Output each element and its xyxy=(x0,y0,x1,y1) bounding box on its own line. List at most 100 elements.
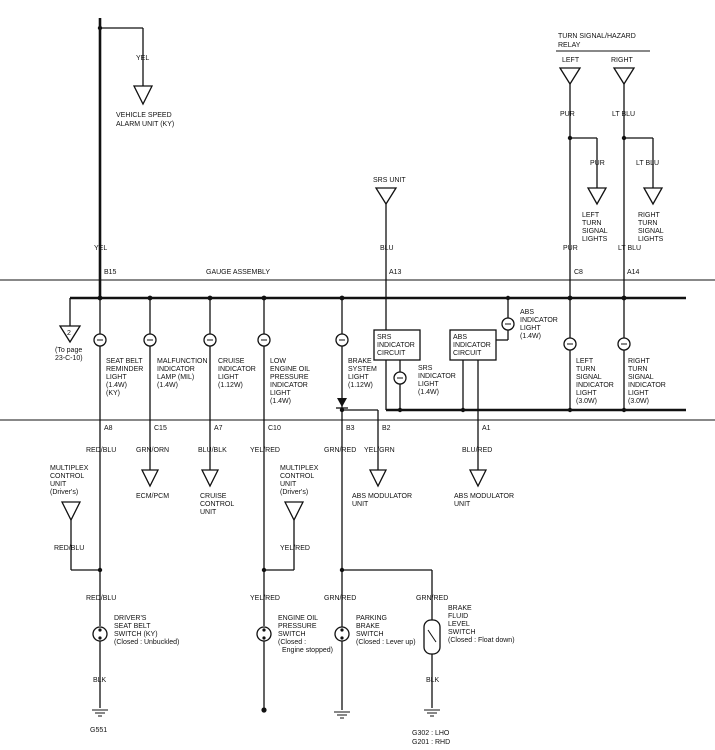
bus-junctions xyxy=(97,295,627,301)
right-turn-indicator-icon xyxy=(617,298,631,413)
right-turn-indicator-label: RIGHT TURN SIGNAL INDICATOR LIGHT (3.0W) xyxy=(628,358,666,405)
svg-text:INDICATOR: INDICATOR xyxy=(520,317,558,324)
svg-text:LEFT: LEFT xyxy=(582,212,600,219)
abs-indicator-circuit-box xyxy=(449,295,511,470)
svg-text:LIGHT: LIGHT xyxy=(418,381,439,388)
mil-lamp-icon xyxy=(143,333,157,347)
wire-color-grnred-3: GRN/RED xyxy=(416,595,448,602)
svg-text:PRESSURE: PRESSURE xyxy=(278,623,317,630)
parking-brake-switch-label: PARKING BRAKE SWITCH (Closed : Lever up) xyxy=(356,615,416,646)
svg-text:(3.0W): (3.0W) xyxy=(628,398,649,405)
svg-text:TURN: TURN xyxy=(582,220,601,227)
oil-pressure-indicator-label: LOW ENGINE OIL PRESSURE INDICATOR LIGHT … xyxy=(270,358,310,405)
right-turn-signal-lights-label: RIGHT TURN SIGNAL LIGHTS xyxy=(638,212,664,243)
svg-text:SEAT BELT: SEAT BELT xyxy=(106,358,143,365)
svg-text:BRAKE: BRAKE xyxy=(448,605,472,612)
svg-text:INDICATOR: INDICATOR xyxy=(453,342,491,349)
svg-text:MALFUNCTION: MALFUNCTION xyxy=(157,358,208,365)
srs-unit-label: SRS UNIT xyxy=(373,177,406,184)
svg-text:ABS MODULATOR: ABS MODULATOR xyxy=(454,493,514,500)
seat-belt-light-label: SEAT BELT REMINDER LIGHT (1.4W) (KY) xyxy=(106,358,143,397)
wire-color-pur-2: PUR xyxy=(590,160,605,167)
abs-circuit-label: ABS INDICATOR CIRCUIT xyxy=(453,334,491,357)
oil-pressure-switch-icon xyxy=(256,570,272,708)
abs-modulator-unit-2-label: ABS MODULATOR UNIT xyxy=(454,493,514,508)
svg-text:(Closed : Lever up): (Closed : Lever up) xyxy=(356,639,416,646)
svg-text:UNIT: UNIT xyxy=(280,481,297,488)
connector-b15: B15 xyxy=(104,269,117,276)
svg-text:CONTROL: CONTROL xyxy=(280,473,314,480)
svg-text:(Closed : Unbuckled): (Closed : Unbuckled) xyxy=(114,639,179,646)
svg-text:INDICATOR: INDICATOR xyxy=(576,382,614,389)
gauge-assembly-label: GAUGE ASSEMBLY xyxy=(206,269,270,276)
svg-text:CONTROL: CONTROL xyxy=(200,501,234,508)
seat-belt-switch-label: DRIVER'S SEAT BELT SWITCH (KY) (Closed :… xyxy=(114,615,179,646)
svg-text:RIGHT: RIGHT xyxy=(628,358,651,365)
brake-diode-icon xyxy=(336,398,348,409)
svg-text:(1.4W): (1.4W) xyxy=(157,382,178,389)
svg-text:LIGHT: LIGHT xyxy=(218,374,239,381)
svg-text:MULTIPLEX: MULTIPLEX xyxy=(50,465,89,472)
wire-color-pur-3: PUR xyxy=(563,245,578,252)
svg-text:UNIT: UNIT xyxy=(454,501,471,508)
wire-color-yelred-2: YEL/RED xyxy=(280,545,310,552)
connector-c15: C15 xyxy=(154,425,167,432)
mil-label: MALFUNCTION INDICATOR LAMP (MIL) (1.4W) xyxy=(157,358,208,389)
wire-color-yel-top: YEL xyxy=(136,55,149,62)
svg-text:INDICATOR: INDICATOR xyxy=(628,382,666,389)
svg-text:TURN: TURN xyxy=(638,220,657,227)
connector-a1: A1 xyxy=(482,425,491,432)
left-turn-indicator-label: LEFT TURN SIGNAL INDICATOR LIGHT (3.0W) xyxy=(576,358,614,405)
abs-modulator-arrow-1 xyxy=(368,469,388,488)
ground-g551-label: G551 xyxy=(90,727,107,734)
svg-text:INDICATOR: INDICATOR xyxy=(270,382,308,389)
svg-text:PARKING: PARKING xyxy=(356,615,387,622)
svg-text:(1.12W): (1.12W) xyxy=(348,382,373,389)
svg-text:BRAKE: BRAKE xyxy=(348,358,372,365)
wire-color-grnred-2: GRN/RED xyxy=(324,595,356,602)
srs-circuit-label: SRS INDICATOR CIRCUIT xyxy=(377,334,415,357)
svg-text:CONTROL: CONTROL xyxy=(50,473,84,480)
relay-title-line2: RELAY xyxy=(558,42,581,49)
vehicle-speed-alarm-line1: VEHICLE SPEED xyxy=(116,112,172,119)
svg-text:(Closed :: (Closed : xyxy=(278,639,306,646)
svg-text:ENGINE OIL: ENGINE OIL xyxy=(270,366,310,373)
to-page-connector xyxy=(58,298,82,344)
svg-text:SWITCH: SWITCH xyxy=(448,629,476,636)
ground-g302-label: G302 : LHO xyxy=(412,730,450,737)
svg-text:CIRCUIT: CIRCUIT xyxy=(377,350,406,357)
svg-text:SWITCH: SWITCH xyxy=(356,631,384,638)
cruise-control-arrow xyxy=(200,469,220,488)
svg-text:INDICATOR: INDICATOR xyxy=(218,366,256,373)
wire-color-yelred-3: YEL/RED xyxy=(250,595,280,602)
ground-g551-icon xyxy=(92,709,108,717)
abs-lamp-icon xyxy=(501,317,515,331)
seat-belt-switch-icon xyxy=(92,570,108,708)
abs-modulator-arrow-2 xyxy=(468,469,488,488)
wire-color-yelgrn: YEL/GRN xyxy=(364,447,395,454)
wire-color-blured: BLU/RED xyxy=(462,447,492,454)
svg-text:LIGHT: LIGHT xyxy=(348,374,369,381)
abs-light-label: ABS INDICATOR LIGHT (1.4W) xyxy=(520,309,558,340)
wire-color-blu: BLU xyxy=(380,245,394,252)
multiplex-left-label: MULTIPLEX CONTROL UNIT (Driver's) xyxy=(50,465,89,496)
svg-text:(Driver's): (Driver's) xyxy=(280,489,308,496)
relay-left-label: LEFT xyxy=(562,57,580,64)
wire-color-grnorn: GRN/ORN xyxy=(136,447,169,454)
svg-text:LIGHTS: LIGHTS xyxy=(638,236,664,243)
svg-text:UNIT: UNIT xyxy=(352,501,369,508)
svg-text:LOW: LOW xyxy=(270,358,286,365)
svg-text:SWITCH: SWITCH xyxy=(278,631,306,638)
connector-a14: A14 xyxy=(627,269,640,276)
ground-g302-icon xyxy=(424,709,440,717)
svg-text:SRS: SRS xyxy=(418,365,433,372)
wire-color-redblu-1: RED/BLU xyxy=(86,447,116,454)
svg-text:SEAT BELT: SEAT BELT xyxy=(114,623,151,630)
ecm-pcm-label: ECM/PCM xyxy=(136,493,169,500)
cruise-indicator-label: CRUISE INDICATOR LIGHT (1.12W) xyxy=(218,358,256,389)
svg-text:LIGHT: LIGHT xyxy=(270,390,291,397)
svg-text:(Driver's): (Driver's) xyxy=(50,489,78,496)
wire-color-blublk: BLU/BLK xyxy=(198,447,227,454)
connector-c8: C8 xyxy=(574,269,583,276)
wire-color-yelred-1: YEL/RED xyxy=(250,447,280,454)
